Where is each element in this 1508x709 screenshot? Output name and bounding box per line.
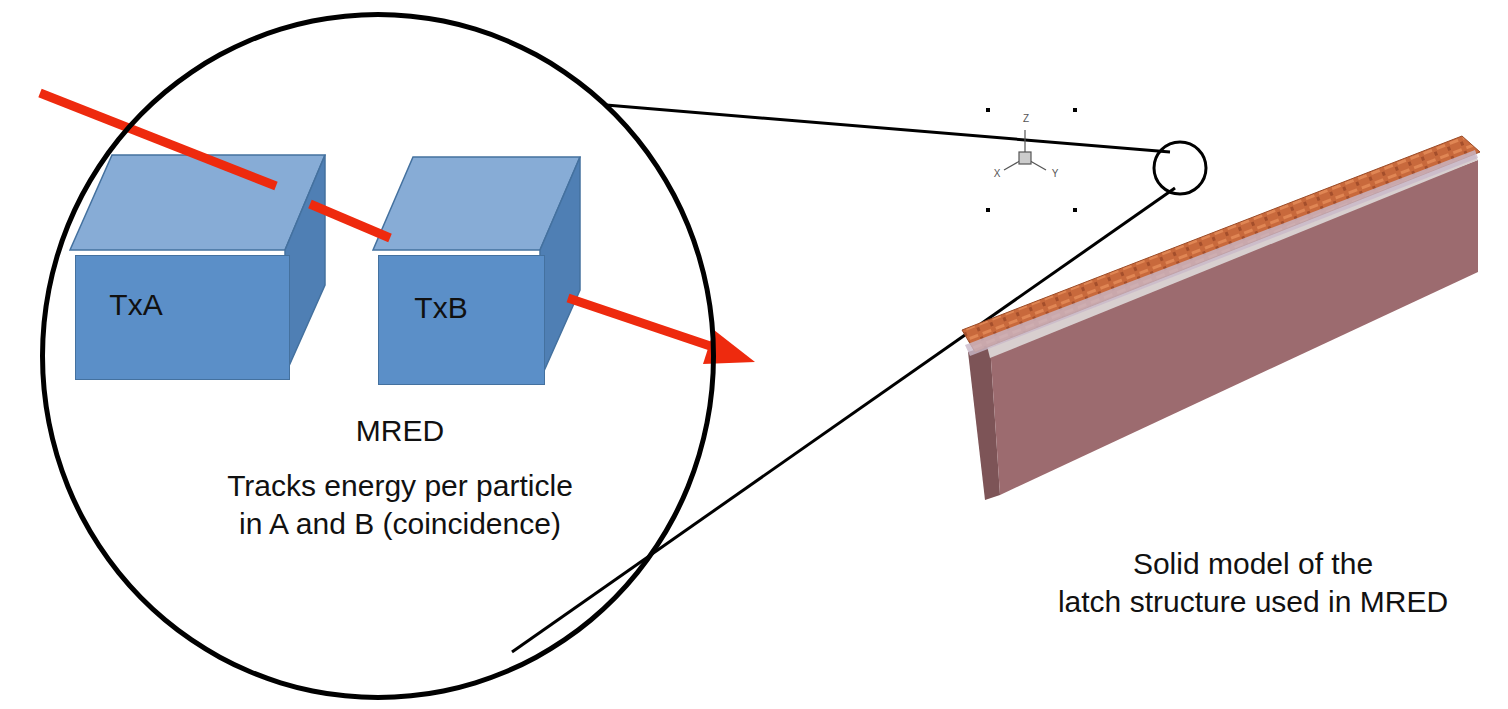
particle-track <box>310 204 390 238</box>
particle-track <box>40 93 276 186</box>
transistor-box: TxA <box>75 255 290 380</box>
magnified-circle: MRED Tracks energy per particle in A and … <box>40 12 716 700</box>
particle-track <box>568 298 722 350</box>
caption-label: Solid model of the latch structure used … <box>1058 545 1448 620</box>
cube-top <box>70 155 325 250</box>
axis-glyph <box>1004 130 1046 170</box>
axis-label: Z <box>1023 113 1029 126</box>
node-title: MRED <box>356 412 444 450</box>
model-layer <box>965 150 1478 356</box>
arrow-head <box>703 330 755 364</box>
cube-side <box>285 155 325 375</box>
zoom-line <box>606 105 1170 152</box>
axis-label: X <box>994 168 1001 181</box>
transistor-box: TxB <box>378 255 545 385</box>
cube-side <box>540 157 580 380</box>
node-body: Tracks energy per particle in A and B (c… <box>227 467 573 542</box>
node-title: TxA <box>109 286 162 324</box>
zoom-circle <box>1154 142 1206 194</box>
corner-dots <box>986 108 1077 212</box>
axis-label: Y <box>1052 168 1059 181</box>
node-title: TxB <box>414 289 467 327</box>
